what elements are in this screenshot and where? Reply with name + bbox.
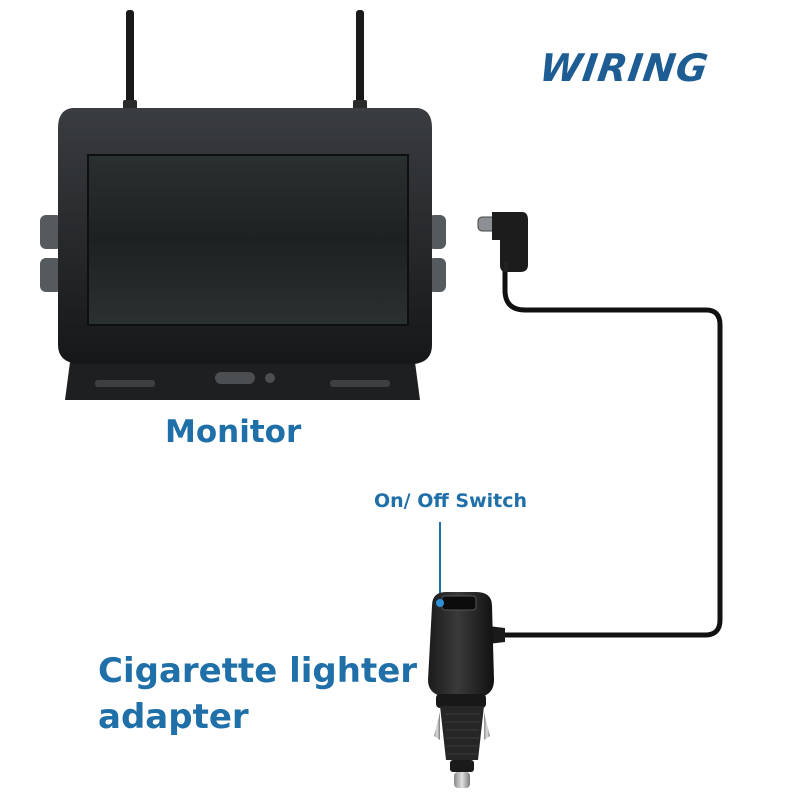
power-cable	[490, 265, 723, 638]
monitor-screen	[88, 155, 408, 325]
usb-c-connector-icon	[477, 212, 528, 272]
power-switch-icon	[436, 595, 477, 611]
antenna-right-icon	[353, 10, 367, 112]
cigarette-lighter-adapter	[428, 592, 505, 788]
switch-label: On/ Off Switch	[374, 490, 528, 512]
adapter-label-line2: adapter	[98, 697, 249, 737]
monitor-device	[40, 108, 446, 400]
monitor-label: Monitor	[165, 414, 302, 450]
antenna-left-icon	[123, 10, 137, 112]
adapter-label-line1: Cigarette lighter	[98, 651, 418, 691]
adapter-label: Cigarette lighter adapter	[98, 648, 417, 740]
wiring-title: WIRING	[536, 46, 712, 90]
